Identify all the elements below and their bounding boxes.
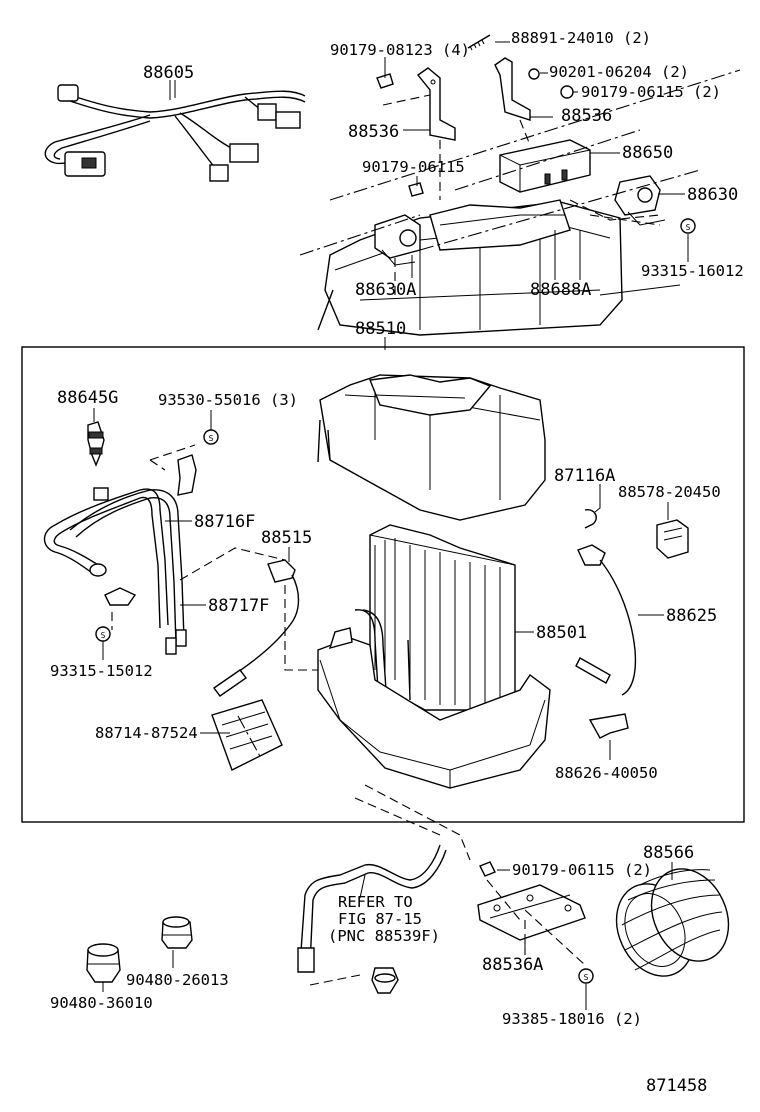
svg-text:S: S (584, 973, 589, 982)
label-88605: 88605 (143, 63, 194, 83)
label-88501: 88501 (536, 623, 587, 643)
label-88650: 88650 (622, 143, 673, 163)
bracket-88536A: S (477, 861, 594, 984)
diagram-id: 871458 (646, 1076, 707, 1096)
label-90179-06115-2a: 90179-06115 (2) (581, 83, 721, 101)
grommet-90480-36010 (86, 943, 121, 983)
assembly-frame (21, 346, 745, 823)
label-88510: 88510 (355, 319, 406, 339)
clamp-93530: S (149, 429, 219, 496)
label-88717F: 88717F (208, 596, 269, 616)
lower-case (317, 627, 551, 789)
label-90179-06115-2b: 90179-06115 (2) (512, 861, 652, 879)
svg-text:S: S (209, 434, 214, 443)
cooling-unit-top: S (299, 34, 741, 336)
refer-note-line3: (PNC 88539F) (328, 927, 440, 945)
grommet-small (371, 967, 399, 994)
label-88578-20450: 88578-20450 (618, 483, 721, 501)
refer-note-line2: FIG 87-15 (338, 910, 422, 928)
label-90480-26013: 90480-26013 (126, 971, 229, 989)
label-88688A: 88688A (530, 280, 591, 300)
label-93315-16012: 93315-16012 (641, 262, 744, 280)
label-88645G: 88645G (57, 388, 118, 408)
label-88625: 88625 (666, 606, 717, 626)
label-87116A: 87116A (554, 466, 615, 486)
label-88630A: 88630A (355, 280, 416, 300)
tube-88717F: S (69, 489, 187, 655)
connector-88578 (656, 519, 689, 559)
label-88566: 88566 (643, 843, 694, 863)
label-88716F: 88716F (194, 512, 255, 532)
thermistor-88515 (179, 547, 330, 697)
leader-lines (93, 41, 689, 1010)
tube-88716F (43, 487, 169, 629)
pressure-switch-88645G (87, 421, 105, 467)
svg-text:S: S (101, 631, 106, 640)
label-93530-55016: 93530-55016 (3) (158, 391, 298, 409)
label-88536A: 88536A (482, 955, 543, 975)
label-88536-a: 88536 (348, 122, 399, 142)
label-90480-36010: 90480-36010 (50, 994, 153, 1012)
label-90179-06115: 90179-06115 (362, 158, 465, 176)
label-88891-24010: 88891-24010 (2) (511, 29, 651, 47)
bracket-88626 (588, 713, 629, 739)
duct-88566 (615, 868, 730, 977)
label-88515: 88515 (261, 528, 312, 548)
label-88536-b: 88536 (561, 106, 612, 126)
label-90179-08123: 90179-08123 (4) (330, 41, 470, 59)
upper-case (317, 374, 546, 521)
label-93315-15012: 93315-15012 (50, 662, 153, 680)
drain-hose (297, 784, 471, 986)
grommet-90480-26013 (161, 916, 193, 949)
filter-88714 (211, 699, 283, 771)
svg-text:S: S (686, 223, 691, 232)
label-88630: 88630 (687, 185, 738, 205)
harness-88625 (575, 544, 637, 696)
label-90201-06204: 90201-06204 (2) (549, 63, 689, 81)
label-93385-18016: 93385-18016 (2) (502, 1010, 642, 1028)
label-88626-40050: 88626-40050 (555, 764, 658, 782)
wire-harness-88605 (44, 80, 306, 182)
label-88714-87524: 88714-87524 (95, 724, 198, 742)
clip-87116A (584, 509, 597, 529)
refer-note-line1: REFER TO (338, 893, 413, 911)
